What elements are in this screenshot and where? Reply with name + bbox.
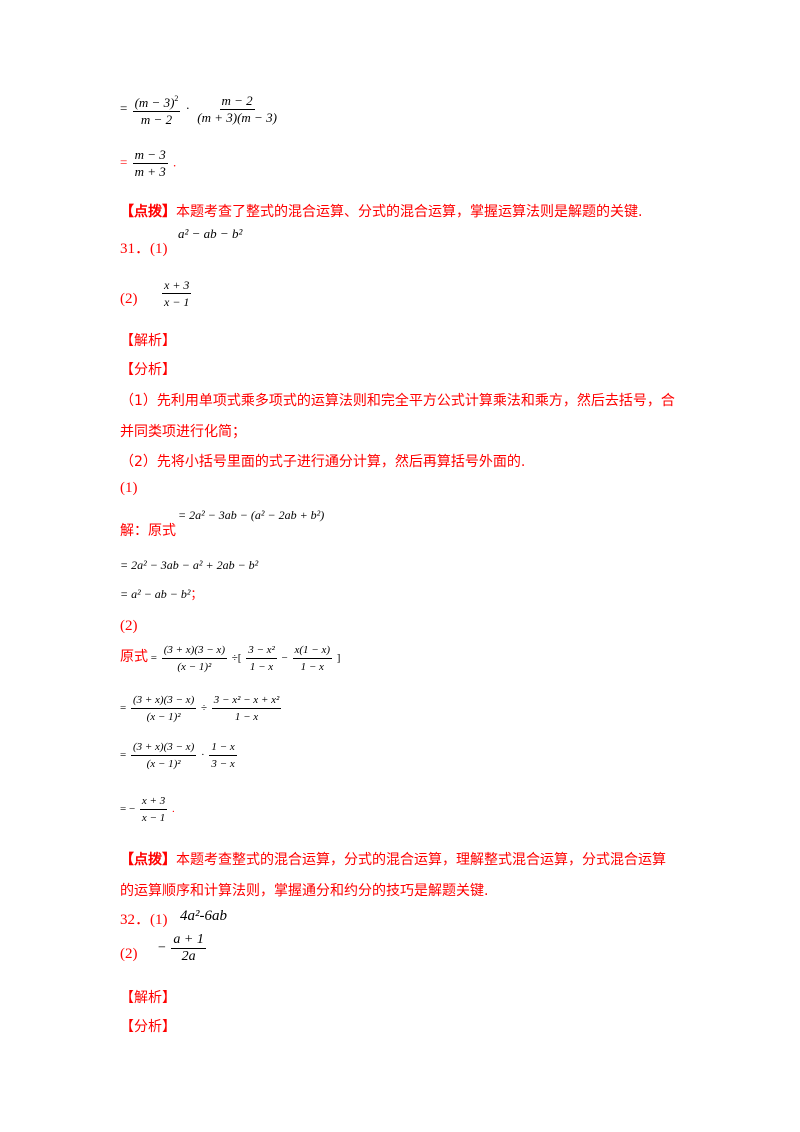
expression: = 2a² − 3ab − a² + 2ab − b² xyxy=(120,558,259,572)
operator: ÷[ xyxy=(231,652,242,665)
solution-2-line-4: = − x + 3 x − 1 . xyxy=(120,794,175,825)
operator: ÷ xyxy=(200,702,208,715)
denominator: (x − 1)² xyxy=(177,661,212,673)
numerator: 3 − x² xyxy=(248,644,275,656)
numerator: (3 + x)(3 − x) xyxy=(163,644,225,656)
denominator: 1 − x xyxy=(234,711,259,723)
question-31-part-2-label: (2) xyxy=(120,291,138,307)
denominator: x − 1 xyxy=(141,812,166,824)
question-32-answer-2: − a + 1 2a xyxy=(158,933,208,964)
fenxi-heading: 【分析】 xyxy=(120,362,176,378)
numerator: m − 2 xyxy=(221,93,253,108)
solution-1-line-1: = 2a² − 3ab − (a² − 2ab + b²) xyxy=(178,508,324,523)
period: . xyxy=(173,154,177,170)
fraction: 1 − x 3 − x xyxy=(209,740,237,771)
equals-sign: = xyxy=(120,749,127,762)
fraction: m − 3 m + 3 xyxy=(132,147,168,179)
analysis-1-line-1: （1）先利用单项式乘多项式的运算法则和完全平方公式计算乘法和乘方，然后去括号，合 xyxy=(120,393,675,409)
question-32-part-2-label: (2) xyxy=(120,946,138,962)
tip-text: 本题考查整式的混合运算，分式的混合运算，理解整式混合运算，分式混合运算 xyxy=(176,852,666,868)
minus-sign: − xyxy=(158,940,166,956)
dot-operator: · xyxy=(185,100,191,116)
solution-2-line-3: = (3 + x)(3 − x) (x − 1)² · 1 − x 3 − x xyxy=(120,740,239,771)
denominator: 1 − x xyxy=(249,661,274,673)
equals-sign: = xyxy=(120,702,127,715)
denominator: (x − 1)² xyxy=(146,711,181,723)
fraction: a + 1 2a xyxy=(171,932,206,964)
answer-expression: a² − ab − b² xyxy=(178,226,243,241)
minus-operator: − xyxy=(281,652,288,665)
numerator: (m − 3) xyxy=(134,95,175,110)
operator: · xyxy=(200,749,205,762)
answer-expression: 4a²-6ab xyxy=(180,908,227,924)
numerator: (3 + x)(3 − x) xyxy=(132,694,195,706)
denominator: 1 − x xyxy=(300,661,324,673)
solution-1-line-2: = 2a² − 3ab − a² + 2ab − b² xyxy=(120,558,258,573)
equation-step-2: = m − 3 m + 3 . xyxy=(120,148,176,179)
fraction: 3 − x² 1 − x xyxy=(246,643,277,674)
tip-text: 本题考查了整式的混合运算、分式的混合运算，掌握运算法则是解题的关键. xyxy=(176,204,643,220)
numerator: a + 1 xyxy=(173,932,204,947)
question-31-number: 31．(1) xyxy=(120,241,168,257)
analysis-2: （2）先将小括号里面的式子进行通分计算，然后再算括号外面的. xyxy=(120,454,526,470)
equals-sign: = xyxy=(150,652,157,665)
numerator: m − 3 xyxy=(134,147,166,162)
analysis-1-line-2: 并同类项进行化简； xyxy=(120,424,246,440)
denominator: m − 2 xyxy=(140,112,173,127)
question-31-answer-1: a² − ab − b² xyxy=(178,226,242,242)
solution-2-label: (2) xyxy=(120,618,138,634)
denominator: x − 1 xyxy=(164,295,190,309)
period: . xyxy=(171,803,175,816)
tip-label: 【点拨】 xyxy=(120,204,176,220)
tip-label: 【点拨】 xyxy=(120,852,176,868)
jiexi-heading-32: 【解析】 xyxy=(120,990,176,1006)
equals-sign: = xyxy=(120,100,128,116)
numerator: (3 + x)(3 − x) xyxy=(132,741,195,753)
fraction: x + 3 x − 1 xyxy=(139,794,168,825)
numerator: x + 3 xyxy=(164,278,190,292)
numerator: 3 − x² − x + x² xyxy=(213,694,280,706)
jiexi-heading: 【解析】 xyxy=(120,333,176,349)
numerator: x(1 − x) xyxy=(294,644,331,656)
fraction: (3 + x)(3 − x) (x − 1)² xyxy=(130,693,197,724)
denominator: m + 3 xyxy=(134,164,166,179)
expression: = 2a² − 3ab − (a² − 2ab + b²) xyxy=(178,508,325,522)
fenxi-heading-32: 【分析】 xyxy=(120,1019,176,1035)
fraction: (m − 3)2 m − 2 xyxy=(132,92,181,127)
tip-paragraph-1: 【点拨】本题考查了整式的混合运算、分式的混合运算，掌握运算法则是解题的关键. xyxy=(120,201,642,221)
close-bracket: ] xyxy=(336,652,341,665)
fraction: 3 − x² − x + x² 1 − x xyxy=(211,693,282,724)
solution-2-line-1: 原式 = (3 + x)(3 − x) (x − 1)² ÷[ 3 − x² 1 −… xyxy=(120,643,340,674)
tip-paragraph-2-line-1: 【点拨】本题考查整式的混合运算，分式的混合运算，理解整式混合运算，分式混合运算 xyxy=(120,849,666,869)
fraction: x + 3 x − 1 xyxy=(162,278,192,309)
fraction: m − 2 (m + 3)(m − 3) xyxy=(195,94,279,125)
equals-sign: = xyxy=(120,154,128,170)
equals-sign: = − xyxy=(120,803,136,816)
solution-1-line-3: = a² − ab − b²； xyxy=(120,585,203,602)
denominator: (x − 1)² xyxy=(146,758,181,770)
expression: = a² − ab − b² xyxy=(120,587,191,601)
exponent: 2 xyxy=(174,94,179,103)
equation-step-1: = (m − 3)2 m − 2 · m − 2 (m + 3)(m − 3) xyxy=(120,92,281,127)
solution-1-label: (1) xyxy=(120,480,138,496)
fraction: x(1 − x) 1 − x xyxy=(292,643,333,674)
tip-paragraph-2-line-2: 的运算顺序和计算法则，掌握通分和约分的技巧是解题关键. xyxy=(120,883,489,899)
question-32-number: 32．(1) xyxy=(120,912,168,928)
solution-2-intro: 原式 xyxy=(120,649,148,666)
numerator: x + 3 xyxy=(141,795,166,807)
denominator: 3 − x xyxy=(211,758,235,770)
numerator: 1 − x xyxy=(211,741,235,753)
denominator: (m + 3)(m − 3) xyxy=(197,110,277,125)
question-31-answer-2: x + 3 x − 1 xyxy=(160,278,193,309)
denominator: 2a xyxy=(181,949,196,964)
question-32-answer-1: 4a²-6ab xyxy=(180,908,227,925)
semicolon: ； xyxy=(190,587,203,601)
fraction: (3 + x)(3 − x) (x − 1)² xyxy=(161,643,227,674)
fraction: (3 + x)(3 − x) (x − 1)² xyxy=(130,740,197,771)
solution-1-intro: 解：原式 xyxy=(120,523,176,539)
solution-2-line-2: = (3 + x)(3 − x) (x − 1)² ÷ 3 − x² − x + … xyxy=(120,693,283,724)
